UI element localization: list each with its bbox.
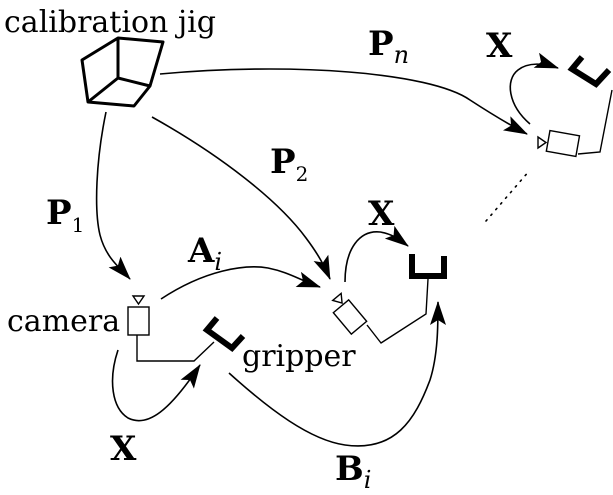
calibration-jig-icon bbox=[80, 36, 165, 108]
camera-gripper-link bbox=[136, 335, 215, 362]
label-Pn: Pn bbox=[368, 24, 409, 69]
arrow-X-pose-n bbox=[509, 52, 559, 125]
camera-gripper-link-pose-n bbox=[577, 89, 613, 155]
arrow-Bi bbox=[228, 301, 446, 447]
arrow-X-pose-2 bbox=[344, 225, 409, 283]
calibration-jig-label: calibration jig bbox=[4, 5, 216, 40]
label-P2: P2 bbox=[270, 142, 308, 186]
label-X-top: X bbox=[486, 26, 513, 66]
camera-label: camera bbox=[7, 304, 120, 339]
gripper-label: gripper bbox=[242, 339, 356, 374]
arrow-P2 bbox=[151, 116, 331, 280]
camera-icon bbox=[127, 295, 150, 336]
arrow-Pn bbox=[159, 68, 528, 135]
gripper-pose-n-icon bbox=[567, 55, 612, 88]
camera-pose-n-icon bbox=[537, 129, 581, 158]
arrow-Ai bbox=[160, 266, 321, 300]
label-Ai: Ai bbox=[187, 231, 222, 276]
label-X-bottom: X bbox=[110, 429, 137, 469]
camera-pose-2-icon bbox=[331, 292, 368, 336]
dotted-continuation-line bbox=[485, 169, 531, 222]
label-Bi: Bi bbox=[335, 449, 371, 494]
camera-gripper-link-pose-2 bbox=[366, 278, 429, 344]
gripper-pose-2-icon bbox=[409, 254, 447, 279]
arrow-P1 bbox=[95, 111, 131, 280]
label-X-middle: X bbox=[368, 194, 395, 234]
gripper-icon bbox=[202, 316, 246, 352]
arrow-X-bottom bbox=[111, 349, 201, 422]
label-P1: P1 bbox=[46, 193, 84, 237]
